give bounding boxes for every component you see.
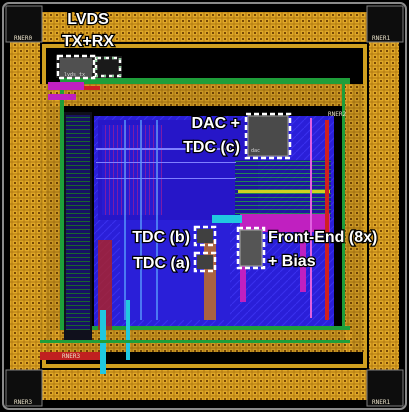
frontend-label-line2: + Bias [268, 253, 316, 270]
lvds-block-label: lvds_tx [64, 72, 85, 78]
bottom-routing [40, 300, 350, 374]
power-routing [60, 78, 350, 342]
pad-label-top-left: RNER0 [14, 35, 32, 42]
frontend-highlight [236, 226, 266, 270]
dac-label-line2: TDC (c) [183, 139, 240, 156]
pad-label-bottom-left: RNER3 [14, 399, 32, 406]
lvds-tx-block [60, 58, 92, 78]
corner-cells [5, 5, 404, 407]
dac-block [247, 115, 289, 157]
pad-ring [10, 12, 399, 400]
tdc-b-block [197, 229, 213, 243]
tdc-a-highlight [193, 251, 217, 273]
lvds-label-line2: TX+RX [62, 33, 114, 50]
tdc-a-block [197, 255, 213, 269]
pad-label-inner-bottom-left: RNER3 [62, 353, 80, 360]
pad-label-inner-top-right: RNER2 [328, 111, 346, 118]
core-area [94, 116, 334, 330]
tdc-a-label: TDC (a) [133, 255, 190, 272]
dac-highlight [244, 112, 292, 160]
frontend-label-line1: Front-End (8x) [268, 229, 377, 246]
lvds-label-line1: LVDS [67, 11, 109, 28]
pad-label-bottom-right: RNER1 [372, 399, 390, 406]
frontend-block [239, 229, 263, 267]
pad-label-top-right: RNER1 [372, 35, 390, 42]
tdc-b-highlight [193, 225, 217, 247]
tdc-b-label: TDC (b) [132, 229, 190, 246]
lvds-rx-highlight-green [95, 57, 121, 77]
dac-label-line1: DAC + [192, 115, 240, 132]
dac-block-label: dac [251, 148, 260, 154]
lvds-tx-highlight [56, 54, 96, 80]
